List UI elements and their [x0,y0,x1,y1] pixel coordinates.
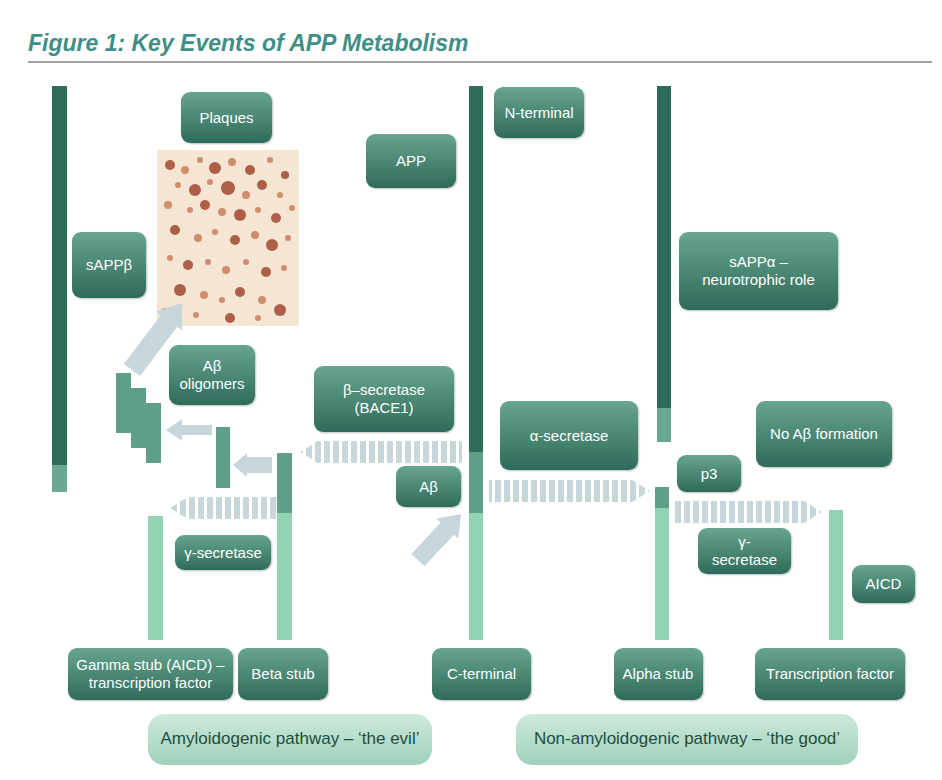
box-text: γ-secretase [184,544,262,562]
box-text: Transcription factor [766,665,894,683]
stub-bar [829,510,843,640]
box-text: AICD [866,575,902,593]
box-text: Alpha stub [623,665,694,683]
label-box: Aβ [396,466,461,507]
oligomer-block [146,403,161,463]
label-box: p3 [677,455,741,492]
box-text: sAPPβ [86,256,132,274]
stub-bar [277,453,292,513]
box-text: Amyloidogenic pathway – ‘the evil’ [161,729,420,749]
label-box: Aβ oligomers [169,345,255,405]
box-text: Plaques [199,109,253,127]
label-box: AICD [852,565,915,603]
stub-bar [655,508,669,640]
block-arrow [166,419,212,441]
box-text: Aβ oligomers [177,357,247,393]
label-box: APP [366,134,456,188]
cleavage-arrow [300,441,462,463]
protein-bar [469,86,483,452]
label-box: α-secretase [500,401,638,470]
box-text: Non-amyloidogenic pathway – ‘the good’ [534,729,840,749]
label-box: Gamma stub (AICD) – transcription factor [68,648,233,700]
box-text: Aβ [419,478,438,496]
box-text: Gamma stub (AICD) – transcription factor [76,656,225,692]
label-box: Plaques [181,92,272,143]
pathway-band: Amyloidogenic pathway – ‘the evil’ [148,714,432,765]
cleavage-arrow [489,480,650,502]
block-arrow [411,514,461,566]
fragment-bar [657,86,671,408]
cleavage-arrow [170,497,277,519]
box-text: C-terminal [447,665,516,683]
figure-title: Figure 1: Key Events of APP Metabolism [28,30,469,57]
box-text: N-terminal [504,104,573,122]
stub-bar [148,516,163,640]
box-text: γ-secretase [706,533,783,569]
box-text: Beta stub [251,665,314,683]
label-box: sAPPβ [72,232,146,298]
protein-bar [469,513,483,640]
oligomer-block [131,388,146,448]
box-text: α-secretase [530,427,609,445]
block-arrow [233,453,272,477]
fragment-bar [657,408,671,442]
label-box: γ-secretase [698,528,791,574]
stub-bar [655,487,669,508]
label-box: β–secretase (BACE1) [314,366,454,432]
box-text: p3 [701,465,718,483]
label-box: N-terminal [494,87,584,138]
box-text: APP [396,152,426,170]
oligomer-block [116,373,131,433]
label-box: Alpha stub [614,648,703,700]
box-text: No Aβ formation [770,425,878,443]
cleavage-arrow [673,501,822,523]
stub-bar [277,513,292,640]
pathway-band: Non-amyloidogenic pathway – ‘the good’ [516,714,858,765]
fragment-bar [52,465,67,492]
title-rule [28,62,932,63]
label-box: Transcription factor [755,648,905,700]
label-box: sAPPα – neurotrophic role [679,232,838,310]
label-box: Beta stub [238,648,328,700]
label-box: γ-secretase [175,535,271,570]
label-box: C-terminal [432,648,531,700]
label-box: No Aβ formation [756,401,892,467]
fragment-bar [52,86,67,465]
box-text: β–secretase (BACE1) [322,381,446,417]
abeta-segment [469,452,483,513]
abeta-bar [216,427,230,488]
box-text: sAPPα – neurotrophic role [687,253,830,289]
plaque-image [157,150,299,326]
